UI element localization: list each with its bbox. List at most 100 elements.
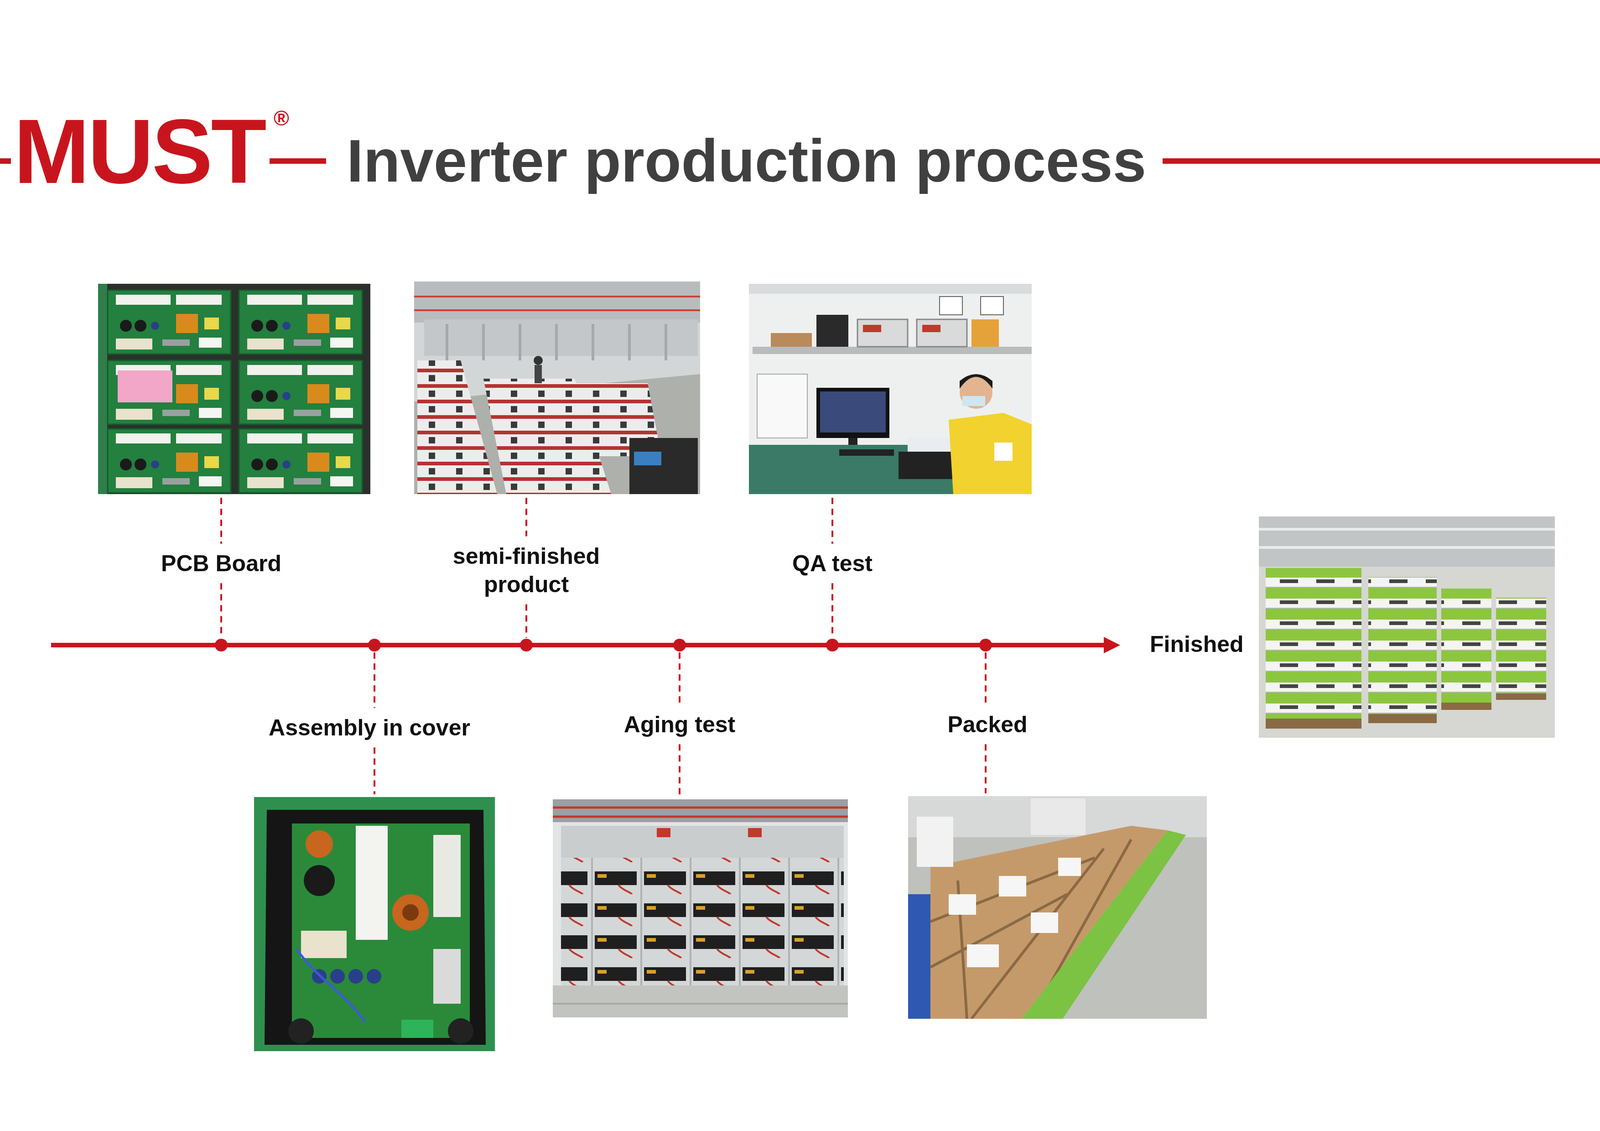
qa-test-photo-part: [770, 332, 812, 347]
packed-photo-part: [1058, 857, 1081, 876]
aging-test-photo-part: [552, 799, 848, 822]
leader-line: [984, 743, 987, 794]
packed-photo: [908, 795, 1207, 1019]
qa-test-photo-part: [948, 412, 1032, 494]
leader-line: [678, 743, 681, 797]
pcb-photo-part: [238, 360, 363, 425]
timeline-part: [673, 638, 686, 652]
finished-photo-part: [1441, 588, 1492, 703]
pcb-photo-part: [98, 283, 371, 494]
aging-test-photo-part: [552, 985, 848, 1018]
leader-line: [678, 652, 681, 705]
leader-line: [984, 652, 987, 705]
step-label: Aging test: [623, 710, 736, 739]
finished-photo-part: [1258, 516, 1555, 738]
header-rule-part: [0, 158, 11, 164]
assembly-photo: [254, 796, 495, 1051]
registered-mark: ®: [273, 107, 290, 129]
step-label: semi-finished product: [435, 541, 618, 599]
qa-test-photo-part: [857, 319, 908, 347]
end-label: Finished: [1149, 629, 1244, 659]
pcb-photo-part: [107, 290, 231, 354]
finished-photo-part: [1368, 576, 1437, 714]
finished-photo-part: [1368, 713, 1437, 723]
aging-test-photo-part: [552, 807, 848, 817]
header-rule-part: [1162, 158, 1600, 164]
packed-photo-part: [1030, 912, 1059, 933]
assembly-photo-part: [433, 948, 461, 1004]
aging-test-photo-part: [552, 1002, 848, 1005]
pcb-photo-part: [117, 370, 173, 403]
semi-finished-photo-part: [534, 364, 542, 384]
qa-test-photo-part: [939, 296, 963, 315]
qa-test-photo-part: [748, 283, 1032, 494]
qa-test-photo-part: [839, 449, 894, 456]
aging-test-photo-part: [561, 825, 844, 858]
semi-finished-photo-part: [629, 437, 698, 494]
assembly-photo-part: [402, 903, 419, 921]
qa-test-photo-part: [757, 374, 808, 438]
timeline-part: [214, 638, 228, 652]
page-title: Inverter production process: [346, 126, 1147, 196]
step-label: Packed: [947, 710, 1028, 739]
leader-lines: [221, 497, 986, 797]
finished-photo-part: [1258, 516, 1555, 567]
qa-test-photo-part: [971, 319, 999, 347]
leader-line: [831, 497, 834, 544]
semi-finished-photo-part: [533, 355, 543, 365]
packed-photo-part: [1030, 798, 1086, 835]
packed-photo-part: [966, 944, 999, 967]
finished-photo: [1258, 516, 1555, 738]
qa-test-photo-part: [820, 391, 886, 433]
packed-photo-part: [916, 816, 954, 867]
semi-finished-photo-part: [424, 319, 698, 356]
aging-test-photo-part: [561, 857, 844, 986]
packed-photo-part: [998, 875, 1027, 897]
semi-finished-photo: [414, 281, 701, 494]
aging-test-photo-part: [656, 827, 671, 837]
leader-line: [373, 747, 376, 795]
assembly-photo-part: [330, 968, 345, 984]
semi-finished-photo-part: [446, 323, 666, 361]
semi-finished-photo-part: [414, 281, 701, 323]
semi-finished-photo-part: [414, 296, 701, 311]
leader-line: [525, 497, 528, 537]
assembly-photo-part: [447, 1018, 474, 1044]
leader-line: [525, 604, 528, 639]
packed-photo-part: [908, 795, 1207, 1019]
timeline: [51, 636, 1121, 654]
pcb-photo: [98, 283, 371, 494]
qa-test-photo-part: [898, 451, 954, 479]
qa-test-photo-part: [922, 324, 941, 333]
qa-test-photo-part: [916, 319, 967, 347]
finished-photo-part: [1441, 702, 1492, 710]
assembly-photo-part: [366, 968, 382, 984]
assembly-photo-part: [355, 825, 388, 940]
assembly-photo-part: [254, 796, 495, 1051]
timeline-part: [825, 638, 839, 652]
assembly-photo-part: [348, 968, 364, 984]
assembly-photo-part: [392, 893, 429, 931]
aging-test-photo-part: [748, 827, 762, 837]
qa-test-photo: [748, 283, 1032, 494]
qa-test-photo-part: [862, 324, 882, 333]
step-label: QA test: [792, 549, 873, 578]
packed-photo-part: [948, 893, 977, 915]
timeline-part: [51, 642, 1112, 648]
leader-line: [220, 582, 223, 638]
aging-test-photo: [552, 799, 848, 1018]
pcb-photo-part: [98, 283, 108, 494]
leader-line: [831, 582, 834, 638]
timeline-part: [368, 638, 381, 652]
qa-test-photo-part: [748, 283, 1032, 294]
assembly-photo-part: [291, 823, 470, 1038]
assembly-photo-part: [433, 834, 461, 917]
qa-test-photo-part: [907, 437, 954, 452]
pcb-photo-part: [107, 360, 231, 425]
timeline-part: [519, 638, 533, 652]
qa-test-photo-part: [959, 374, 993, 389]
finished-photo-part: [1496, 693, 1547, 700]
qa-test-photo-part: [816, 387, 890, 438]
step-label: PCB Board: [161, 549, 282, 578]
finished-photo-part: [1265, 567, 1362, 719]
